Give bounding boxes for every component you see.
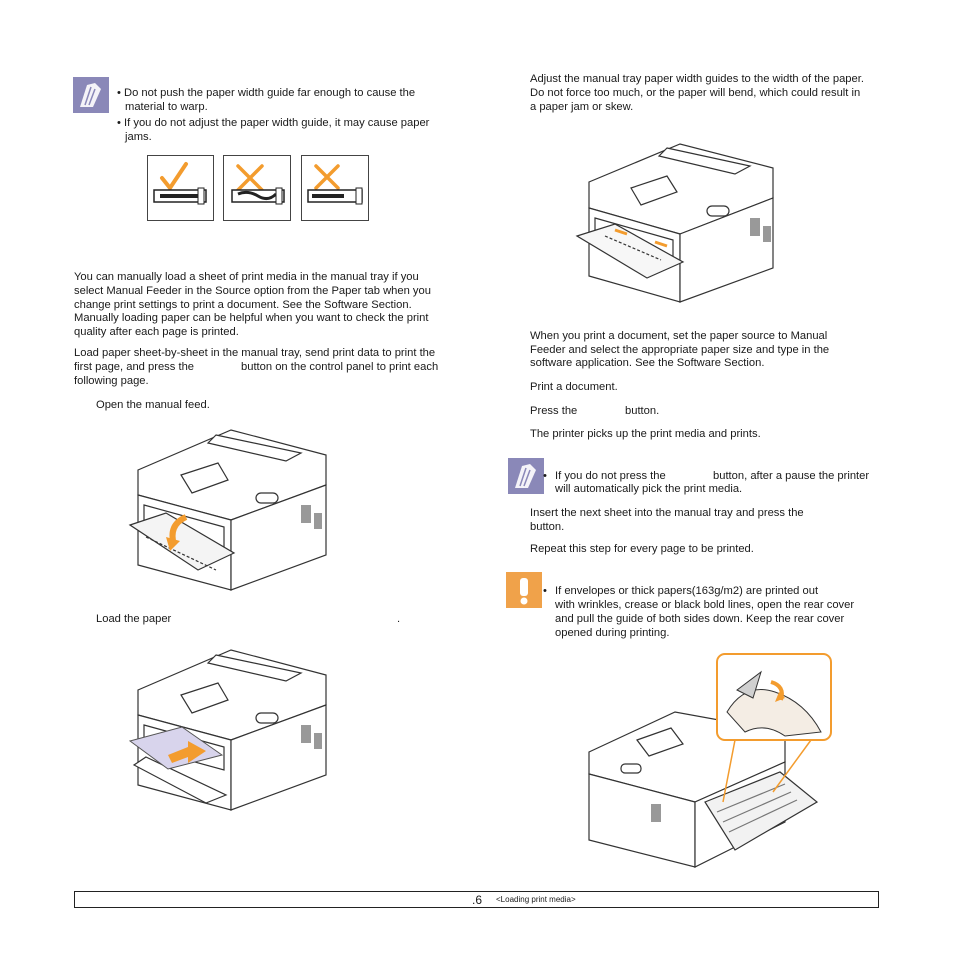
intro-line-4: Manually loading paper can be helpful wh… [74, 312, 429, 324]
insert-line-2: button. [530, 521, 565, 533]
note-bullet-1-line-2: material to warp. [125, 101, 208, 113]
guide-too-loose-illustration [301, 155, 369, 221]
note-right-line-2: will automatically pick the print media. [555, 483, 743, 495]
cross-icon [231, 164, 285, 205]
adjust-line-1: Adjust the manual tray paper width guide… [530, 73, 864, 85]
note-bullet-right: • [543, 470, 547, 482]
print-line-3: software application. See the Software S… [530, 357, 765, 369]
press-text-a: Press the [530, 405, 578, 417]
printer-rear-cover-illustration [588, 653, 832, 868]
caution-line-1: If envelopes or thick papers(163g/m2) ar… [555, 585, 819, 597]
note-bullet-1-line-1: • Do not push the paper width guide far … [117, 87, 416, 99]
note-bullet-2-line-2: jams. [125, 131, 152, 143]
picks-up-text: The printer picks up the print media and… [530, 428, 761, 440]
caution-bullet: • [543, 585, 547, 597]
adjust-line-3: a paper jam or skew. [530, 101, 634, 113]
caution-line-2: with wrinkles, crease or black bold line… [555, 599, 855, 611]
press-text-b: button. [625, 405, 660, 417]
load-line-1: Load paper sheet-by-sheet in the manual … [74, 347, 436, 359]
checkmark-icon [153, 162, 207, 205]
load-line-2b: button on the control panel to print eac… [241, 361, 439, 373]
repeat-text: Repeat this step for every page to be pr… [530, 543, 754, 555]
intro-line-5: quality after each page is printed. [74, 326, 239, 338]
intro-line-1: You can manually load a sheet of print m… [74, 271, 419, 283]
note-icon [508, 458, 544, 494]
guide-too-tight-illustration [223, 155, 291, 221]
note-bullet-2-line-1: • If you do not adjust the paper width g… [117, 117, 430, 129]
cross-icon [307, 164, 363, 205]
load-line-3: following page. [74, 375, 149, 387]
page-number: .6 [472, 893, 483, 907]
page-footer: .6 <Loading print media> [74, 891, 879, 908]
insert-line-1: Insert the next sheet into the manual tr… [530, 507, 804, 519]
note-right-line-1a: If you do not press the [555, 470, 666, 482]
step-2-text-b: . [397, 613, 401, 625]
intro-line-2: select Manual Feeder in the Source optio… [74, 285, 431, 297]
print-line-1: When you print a document, set the paper… [530, 330, 828, 342]
printer-adjust-guides-illustration [575, 143, 774, 303]
print-line-2: Feeder and select the appropriate paper … [530, 344, 830, 356]
step-2-text-a: Load the paper [96, 613, 172, 625]
step-1-text: Open the manual feed. [96, 399, 210, 411]
printer-open-manual-feed-illustration [128, 429, 327, 591]
print-document-step: Print a document. [530, 381, 618, 393]
caution-icon [506, 572, 542, 608]
guide-correct-illustration [147, 155, 214, 221]
load-line-2a: first page, and press the [74, 361, 195, 373]
intro-line-3: change print settings to print a documen… [74, 299, 412, 311]
caution-line-4: opened during printing. [555, 627, 670, 639]
section-label: <Loading print media> [496, 895, 576, 904]
note-icon [73, 77, 109, 113]
adjust-line-2: Do not force too much, or the paper will… [530, 87, 861, 99]
note-right-line-1b: button, after a pause the printer [713, 470, 870, 482]
printer-load-paper-illustration [128, 649, 327, 811]
caution-line-3: and pull the guide of both sides down. K… [555, 613, 845, 625]
